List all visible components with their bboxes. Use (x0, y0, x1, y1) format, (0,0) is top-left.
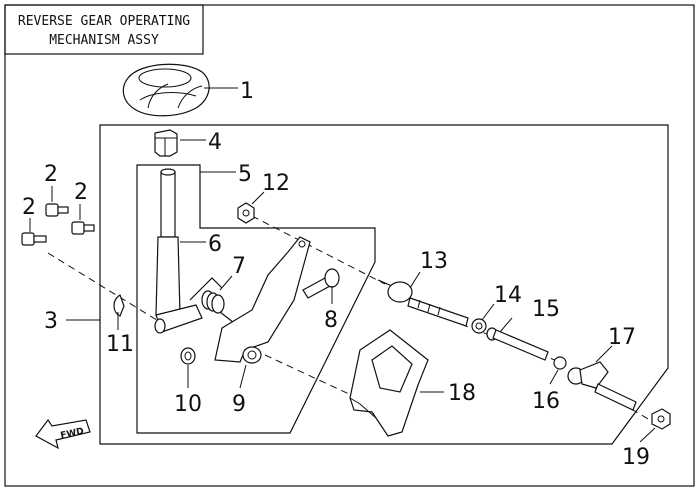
bolt-middle (71, 221, 95, 235)
nut-16 (553, 356, 567, 370)
callout-3: 3 (44, 309, 58, 334)
bolt-lower (21, 232, 47, 246)
callout-13: 13 (420, 249, 448, 274)
title-line-1: REVERSE GEAR OPERATING (18, 14, 190, 29)
retaining-clip (113, 294, 125, 317)
nut-19 (651, 408, 671, 430)
callout-2-upper: 2 (44, 162, 58, 187)
washer-10 (180, 347, 196, 365)
pivot-bolt (302, 268, 340, 299)
callout-14: 14 (494, 283, 522, 308)
callout-2-middle: 2 (74, 180, 88, 205)
callout-labels: 1 4 5 12 2 2 2 6 7 13 14 15 8 3 11 17 18… (22, 79, 650, 470)
outer-frame (4, 4, 695, 487)
title-block: REVERSE GEAR OPERATING MECHANISM ASSY (4, 4, 204, 55)
fwd-label: FWD (60, 427, 85, 442)
callout-16: 16 (532, 389, 560, 414)
callout-10: 10 (174, 392, 202, 417)
callout-18: 18 (448, 381, 476, 406)
callout-5: 5 (238, 162, 252, 187)
cable-end (567, 361, 637, 411)
callout-7: 7 (232, 254, 246, 279)
callout-6: 6 (208, 232, 222, 257)
callout-8: 8 (324, 308, 338, 333)
shift-lever-rod (154, 168, 203, 334)
nut-12 (237, 202, 255, 224)
knob-nut (154, 129, 178, 157)
callout-19: 19 (622, 445, 650, 470)
callout-17: 17 (608, 325, 636, 350)
forward-direction-arrow: FWD (35, 418, 91, 450)
callout-11: 11 (106, 332, 134, 357)
adjuster-rod (486, 327, 549, 361)
shift-knob (122, 63, 210, 117)
callout-9: 9 (232, 392, 246, 417)
shift-gate-bracket (214, 236, 311, 363)
callout-1: 1 (240, 79, 254, 104)
return-spring (189, 277, 239, 327)
bushing-9 (242, 346, 262, 364)
callout-15: 15 (532, 297, 560, 322)
assembly-boundary (99, 124, 669, 445)
callout-2-lower: 2 (22, 195, 36, 220)
callout-4: 4 (208, 130, 222, 155)
leader-lines (29, 87, 656, 443)
cable-rod-end (377, 279, 469, 327)
callout-12: 12 (262, 171, 290, 196)
bolt-upper (45, 203, 69, 217)
sub-assembly-boundary (136, 164, 376, 434)
title-line-2: MECHANISM ASSY (49, 33, 159, 48)
nut-14 (471, 318, 487, 334)
mounting-plate (349, 329, 429, 437)
